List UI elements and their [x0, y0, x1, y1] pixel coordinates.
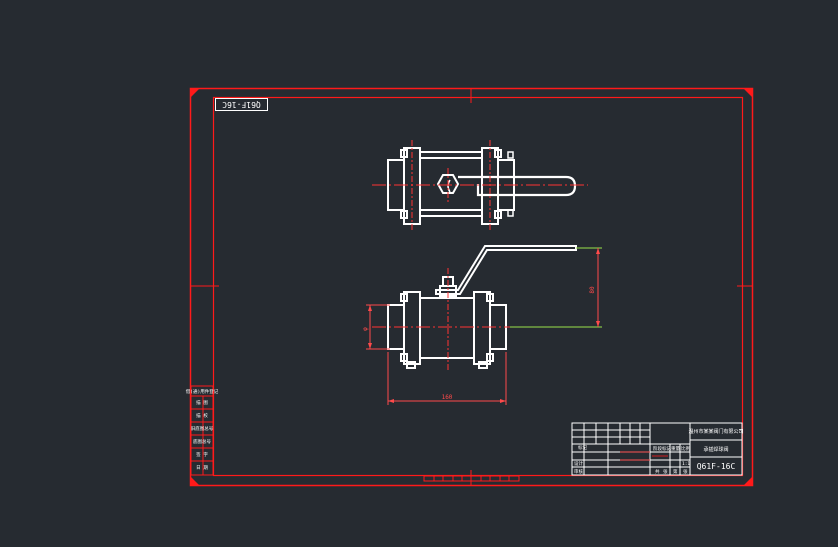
title-cell-no: 第 — [673, 468, 678, 475]
drawing-frame — [189, 87, 754, 487]
revision-row-3: 旧底图总号 — [191, 425, 214, 432]
title-cell-total: 共 — [655, 468, 660, 475]
dim-text-handle-height: 80 — [589, 286, 596, 294]
title-cell-weight: 重量 — [671, 445, 680, 452]
revision-row-2: 描 校 — [196, 412, 208, 419]
valve-body — [419, 297, 475, 359]
code-tag-text: Q61F-16C — [222, 100, 261, 109]
revision-row-1: 描 图 — [196, 399, 208, 406]
title-company: 温州市某某阀门有限公司 — [688, 428, 743, 435]
dimensions — [366, 247, 602, 405]
revision-block: 借(通)用件登记 描 图 描 校 旧底图总号 底图总号 签 字 日 期 — [186, 385, 219, 476]
title-model: Q61F-16C — [697, 462, 736, 471]
corner-mark-br — [744, 477, 752, 485]
title-row-mark: 标记 — [578, 444, 587, 451]
outer-border — [189, 87, 754, 487]
title-cell-sheet: 张 — [663, 468, 668, 475]
corner-mark-tl — [191, 89, 199, 97]
title-cell-sheet2: 张 — [683, 468, 688, 475]
handle-top — [458, 175, 577, 197]
title-cell-scale: 比例 — [681, 445, 690, 452]
valve-front-view — [387, 245, 577, 369]
revision-row-6: 日 期 — [196, 465, 208, 471]
handle-lever — [435, 245, 577, 295]
valve-top-view — [387, 147, 577, 225]
top-view-centerlines — [372, 140, 588, 230]
dim-text-body-diameter: φ — [362, 327, 369, 331]
title-block: 温州市某某阀门有限公司 承插焊球阀 Q61F-16C 标记 设计 审核 阶段标记… — [571, 422, 744, 476]
revision-title: 借(通)用件登记 — [186, 388, 219, 395]
dim-text-face-length: 160 — [442, 394, 453, 401]
title-row-review: 审核 — [574, 468, 583, 475]
revision-row-5: 签 字 — [196, 451, 208, 458]
corner-mark-bl — [191, 477, 199, 485]
scale-strip — [423, 475, 520, 482]
code-tag: Q61F-16C — [215, 98, 268, 111]
title-part-name: 承插焊球阀 — [703, 446, 728, 453]
title-cell-scale-value: 1:1 — [682, 461, 690, 467]
stem-nut-top — [436, 174, 460, 194]
dimension-text: 80 φ 160 — [362, 286, 596, 401]
title-cell-stage: 阶段标记 — [653, 445, 671, 452]
title-row-design: 设计 — [574, 460, 583, 467]
corner-mark-tr — [744, 89, 752, 97]
inner-border — [212, 96, 744, 477]
revision-row-4: 底图总号 — [193, 438, 211, 445]
